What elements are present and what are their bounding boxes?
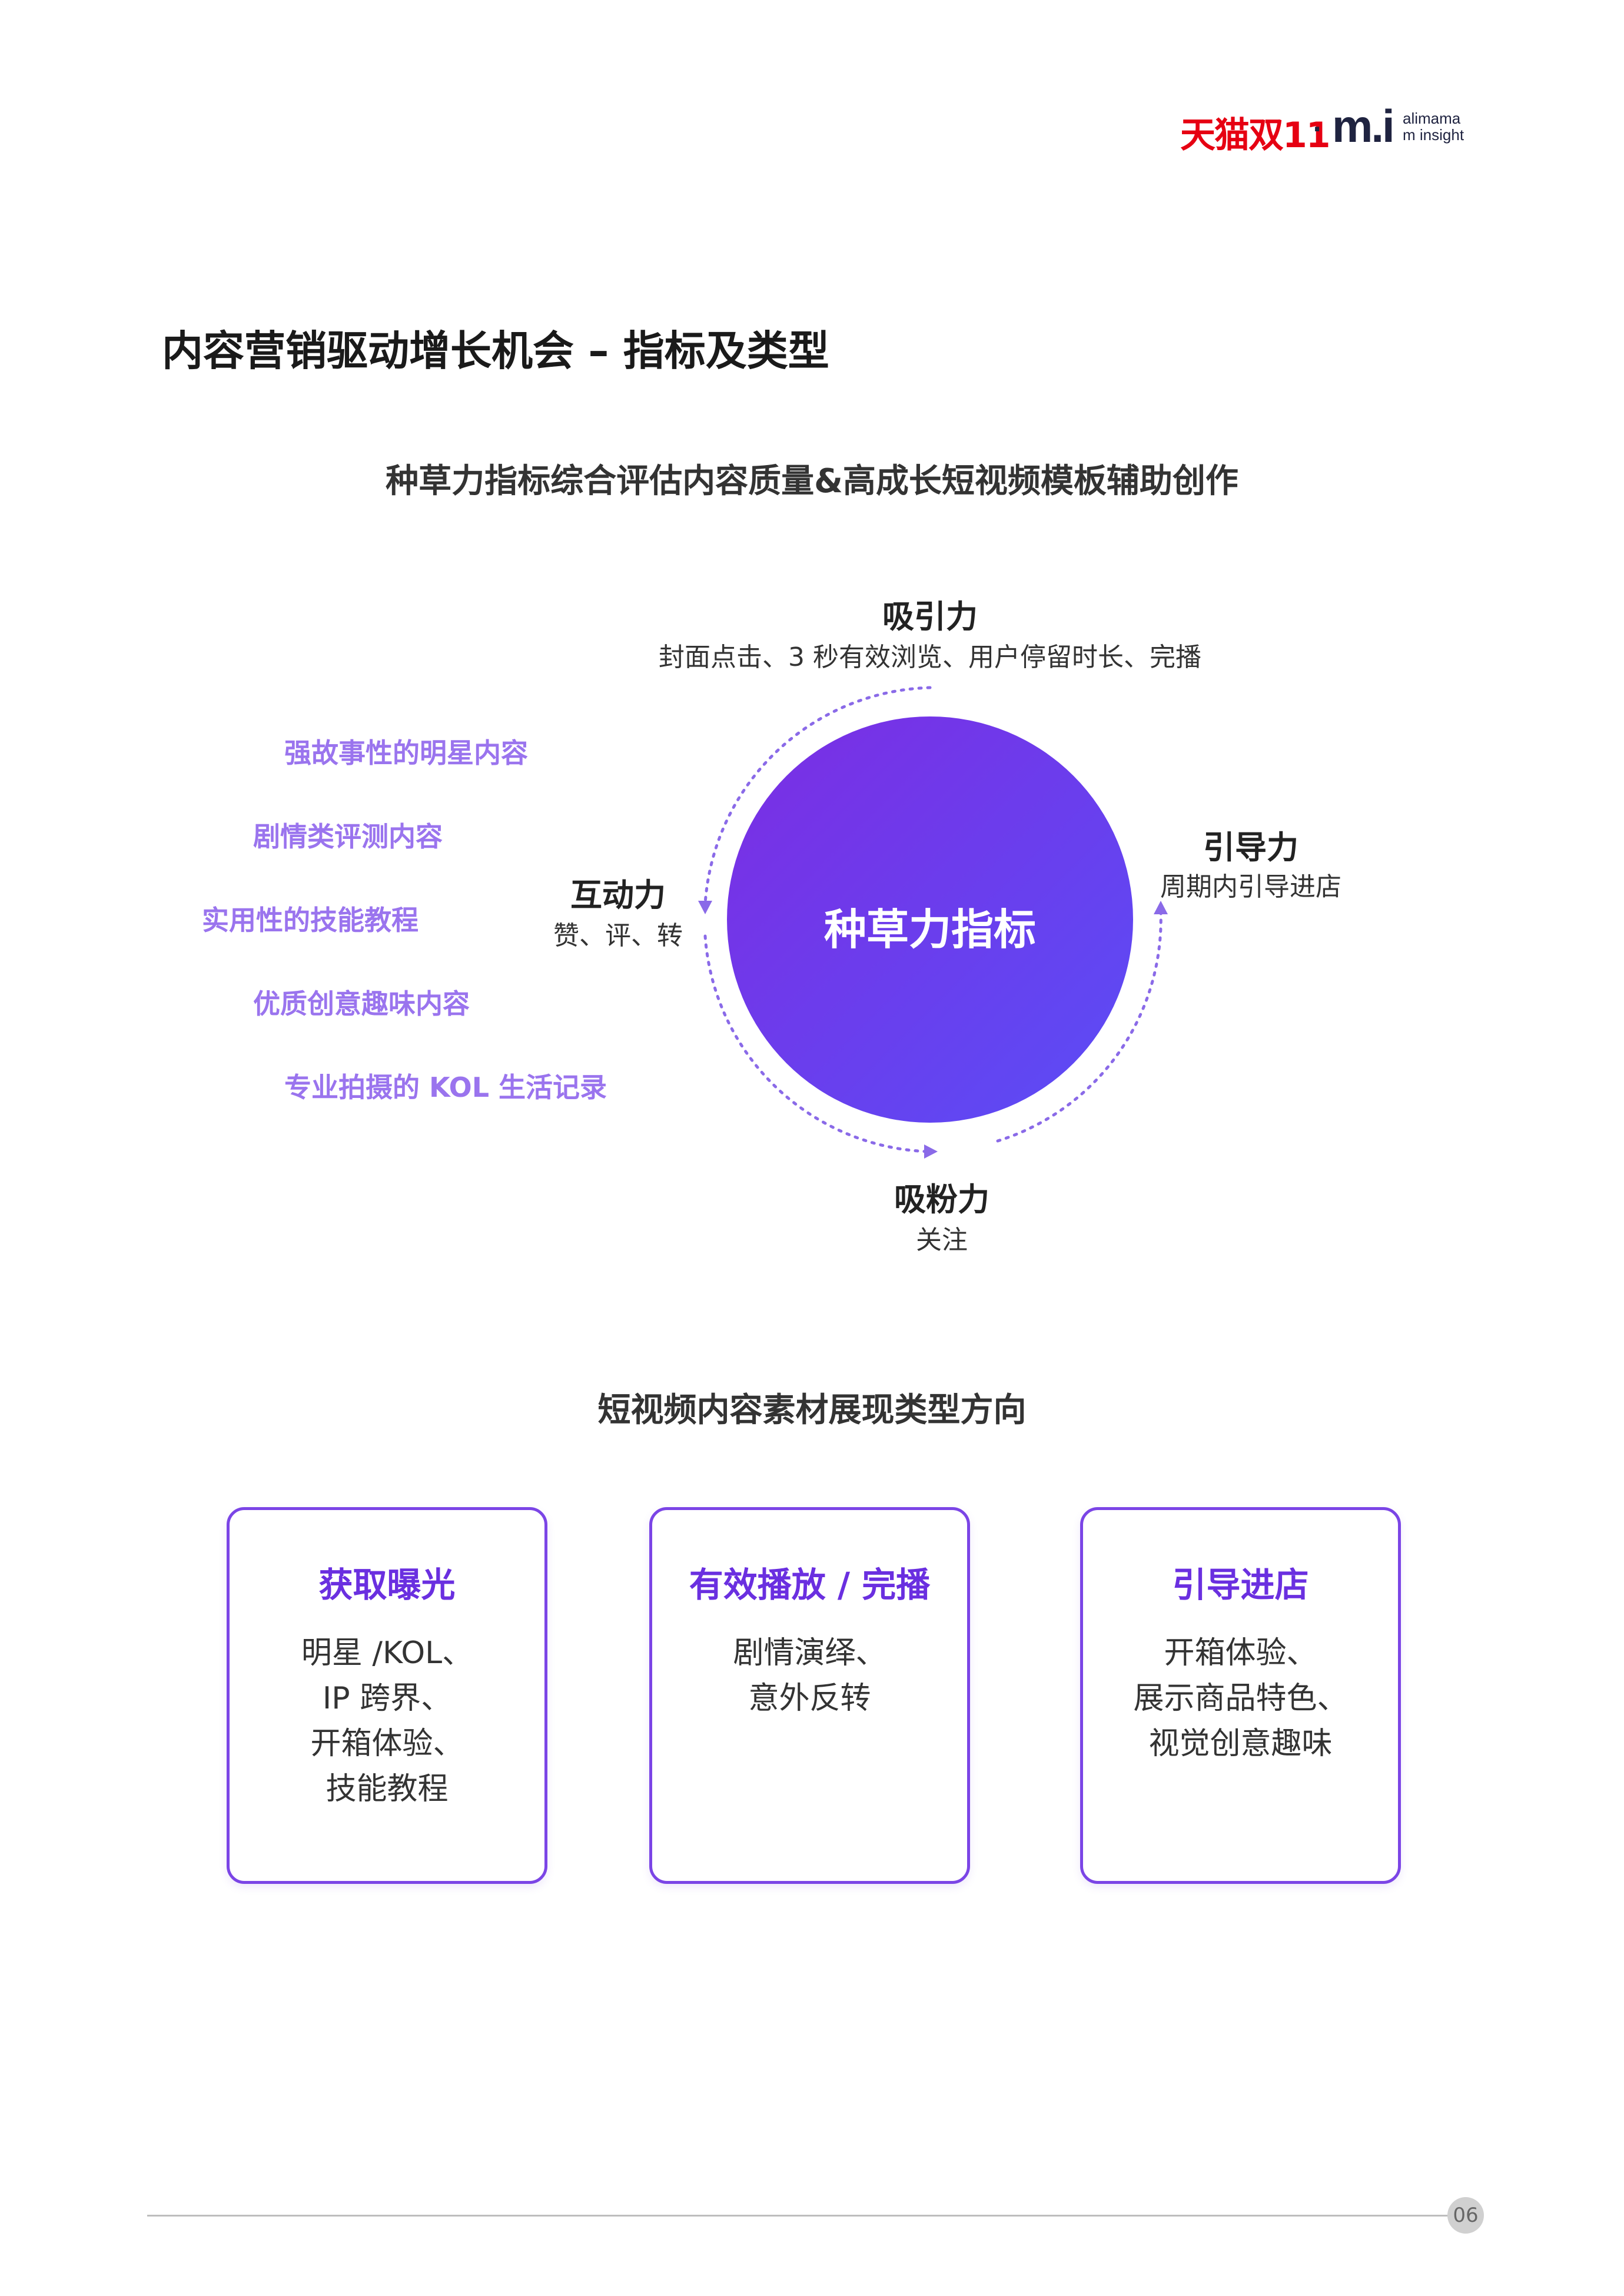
page-number: 06 — [1447, 2197, 1484, 2234]
card-effective-play: 有效播放 / 完播 剧情演绎、 意外反转 — [649, 1507, 970, 1884]
follow-desc: 关注 — [916, 1225, 968, 1255]
card-line: 开箱体验、 — [310, 1726, 464, 1761]
logo-separator: · — [1313, 116, 1322, 143]
arc-bottom-left — [703, 934, 929, 1153]
logo-mi: m.i — [1332, 100, 1395, 152]
card-line: 开箱体验、 — [1164, 1635, 1317, 1671]
card-store-visit: 引导进店 开箱体验、 展示商品特色、 视觉创意趣味 — [1080, 1507, 1401, 1884]
content-type-item: 实用性的技能教程 — [202, 904, 419, 936]
card-line: IP 跨界、 — [322, 1681, 452, 1716]
arrow-head-right — [1154, 901, 1168, 914]
interact-desc: 赞、评、转 — [553, 921, 683, 951]
follow-title: 吸粉力 — [894, 1181, 989, 1218]
card-title: 有效播放 / 完播 — [689, 1565, 931, 1605]
arc-right — [996, 910, 1163, 1143]
center-circle — [727, 716, 1133, 1123]
logo-insight: m insight — [1403, 126, 1464, 144]
content-type-item: 强故事性的明星内容 — [284, 737, 528, 769]
arrow-head-bottom — [924, 1144, 938, 1159]
card-line: 视觉创意趣味 — [1148, 1726, 1333, 1761]
interact-title: 互动力 — [570, 877, 666, 914]
card-exposure: 获取曝光 明星 /KOL、 IP 跨界、 开箱体验、 技能教程 — [227, 1507, 547, 1884]
guide-desc: 周期内引导进店 — [1160, 872, 1341, 902]
page-title: 内容营销驱动增长机会 – 指标及类型 — [162, 327, 829, 375]
card-title: 引导进店 — [1172, 1565, 1309, 1605]
section-title-types: 短视频内容素材展现类型方向 — [597, 1391, 1027, 1429]
logo-tmall: 天猫双11 — [1180, 115, 1330, 156]
arc-top-left — [703, 686, 932, 905]
attract-desc: 封面点击、3 秒有效浏览、用户停留时长、完播 — [659, 642, 1201, 672]
logo-alimama: alimama — [1403, 110, 1461, 127]
logo-alimama-text: alimama m insight — [1403, 110, 1464, 143]
card-line: 剧情演绎、 — [733, 1635, 886, 1671]
brand-logo: 天猫双11 · m.i alimama m insight — [1180, 100, 1474, 156]
section-title-metrics: 种草力指标综合评估内容质量&高成长短视频模板辅助创作 — [386, 462, 1238, 500]
arrow-head-left — [698, 901, 712, 914]
card-title: 获取曝光 — [318, 1565, 456, 1605]
guide-title: 引导力 — [1203, 829, 1298, 866]
card-line: 明星 /KOL、 — [301, 1635, 473, 1671]
center-metric-label: 种草力指标 — [823, 905, 1036, 954]
content-type-item: 专业拍摄的 KOL 生活记录 — [284, 1071, 607, 1103]
attract-title: 吸引力 — [882, 598, 978, 635]
card-line: 技能教程 — [326, 1771, 449, 1807]
content-type-item: 剧情类评测内容 — [253, 821, 443, 852]
card-line: 意外反转 — [748, 1681, 871, 1716]
footer-divider — [147, 2215, 1454, 2217]
content-type-item: 优质创意趣味内容 — [253, 988, 470, 1020]
card-line: 展示商品特色、 — [1133, 1681, 1348, 1716]
